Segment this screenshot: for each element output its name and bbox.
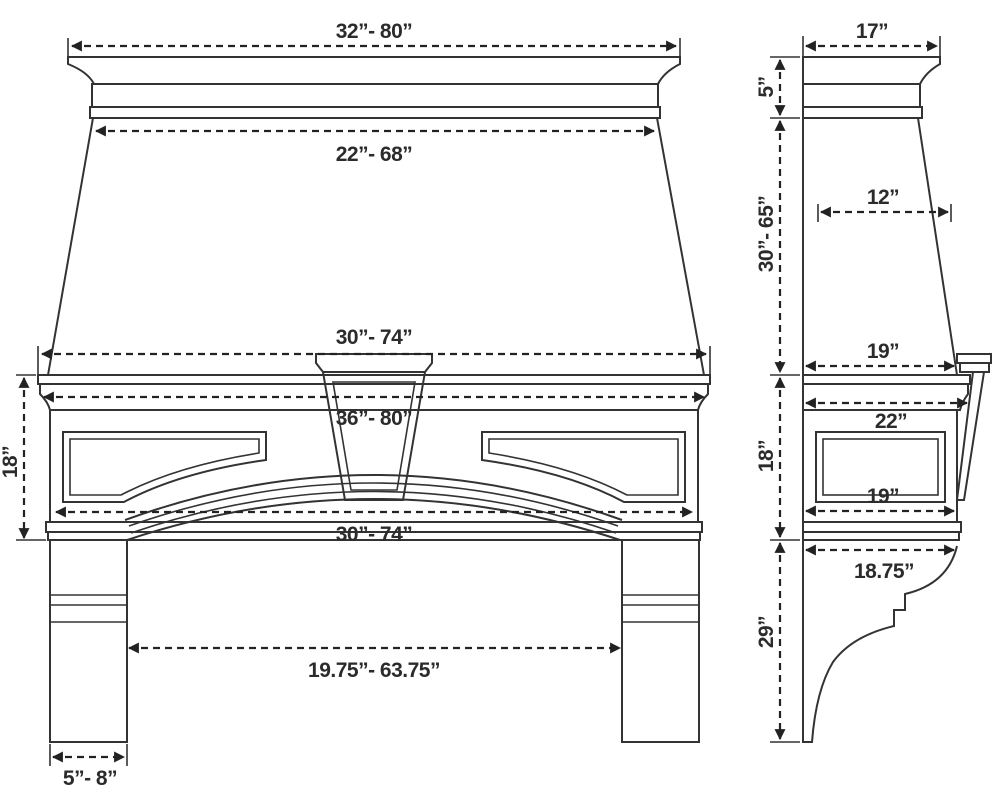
label-side-cap-depth: 17” <box>856 20 888 43</box>
dim-side-frieze-height: 18” <box>755 376 800 541</box>
label-side-body-bottom: 19” <box>867 340 899 363</box>
side-crown-cap <box>802 56 941 119</box>
front-view: 32”- 80” 22”- 68” 30”- 74” 36”- 80” 18” … <box>0 20 711 790</box>
dim-side-panel-depth: 19” <box>804 485 956 517</box>
label-front-frieze: 36”- 80” <box>336 407 413 430</box>
front-shelf-molding <box>37 374 711 411</box>
dim-front-body-bottom: 30”- 74” <box>37 326 711 374</box>
side-capital-band <box>802 521 962 541</box>
dim-front-arch: 30”- 74” <box>54 506 694 546</box>
dim-side-body-bottom: 19” <box>804 340 956 372</box>
label-front-leg-width: 5”- 8” <box>63 767 117 790</box>
side-shelf-molding <box>802 374 971 411</box>
label-side-frieze-height: 18” <box>755 440 778 472</box>
front-left-leg <box>49 539 128 743</box>
label-side-body-top: 12” <box>867 186 899 209</box>
label-side-panel-depth: 19” <box>867 485 899 508</box>
front-crown-cap <box>67 56 681 119</box>
dim-side-cap-depth: 17” <box>802 20 941 56</box>
dim-side-corbel-depth: 18.75” <box>804 544 956 583</box>
label-side-corbel-depth: 18.75” <box>854 560 914 583</box>
dim-side-body-top: 12” <box>817 186 952 222</box>
front-hood-body <box>47 117 705 376</box>
dim-side-frieze-depth: 22” <box>804 397 969 433</box>
dim-front-leg-width: 5”- 8” <box>49 744 128 790</box>
dim-side-corbel-height: 29” <box>755 541 800 743</box>
dim-front-top-cap: 32”- 80” <box>67 20 681 56</box>
side-keystone <box>955 353 992 501</box>
label-front-top-cap: 32”- 80” <box>336 20 413 43</box>
label-side-body-height: 30”- 65” <box>755 196 778 273</box>
label-side-corbel-height: 29” <box>755 616 778 648</box>
front-left-panel <box>62 431 267 503</box>
side-panel <box>815 431 946 503</box>
front-right-leg <box>621 539 700 743</box>
label-front-frieze-height: 18” <box>0 446 22 478</box>
dim-side-body-height: 30”- 65” <box>755 119 800 376</box>
side-corbel <box>802 540 958 743</box>
label-side-frieze-depth: 22” <box>875 410 907 433</box>
label-front-body-top: 22”- 68” <box>336 143 413 166</box>
front-right-panel <box>481 431 686 503</box>
label-front-body-bottom: 30”- 74” <box>336 326 413 349</box>
dim-front-leg-spacing: 19.75”- 63.75” <box>127 642 622 682</box>
dim-front-body-top: 22”- 68” <box>94 125 656 166</box>
dim-front-frieze: 36”- 80” <box>42 391 706 430</box>
label-side-cap-height: 5” <box>755 76 778 97</box>
front-frieze <box>49 410 699 522</box>
dim-side-cap-height: 5” <box>755 56 800 119</box>
dim-front-frieze-height: 18” <box>0 374 46 541</box>
front-capital-band <box>45 521 703 541</box>
label-front-arch: 30”- 74” <box>336 523 413 546</box>
side-view: 17” 5” 12” 30”- 65” 19” 22” <box>755 20 992 743</box>
label-front-leg-spacing: 19.75”- 63.75” <box>308 659 440 682</box>
